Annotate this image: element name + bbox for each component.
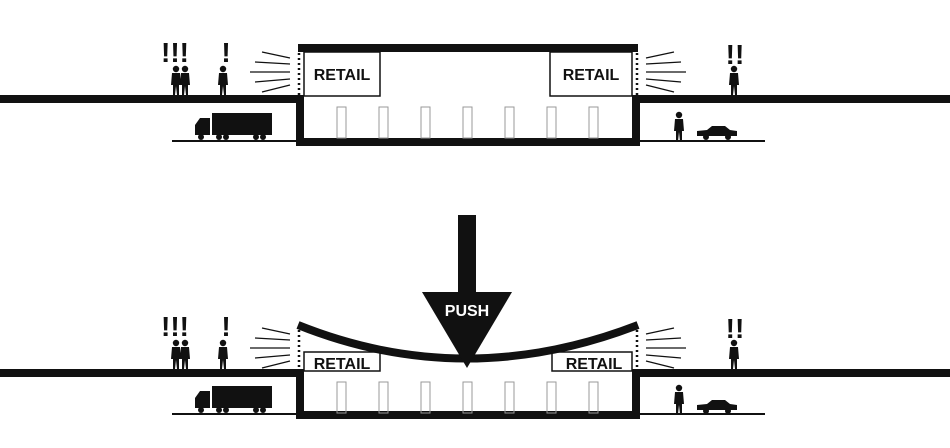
street-slab-left [0,369,302,377]
pedestrian-icon [218,339,228,369]
street-slab-left [0,95,302,103]
pedestrian-icon [674,384,684,414]
street-slab-right [634,369,950,377]
exclamation-single: ! [221,37,230,68]
retail-box-right [551,351,633,372]
attention-rays-left-icon [249,51,291,93]
scene-after: RETAIL RETAIL PUSH !!! ! !! [0,215,950,419]
parking-columns [336,106,599,139]
truck-icon [195,386,272,413]
building-wall-right [632,369,640,419]
exclamation-single: ! [221,311,230,342]
retail-label-right: RETAIL [563,67,620,84]
attention-rays-left-icon [249,327,291,369]
pedestrian-icon [180,339,190,369]
pedestrian-icon [729,65,739,95]
attention-rays-right-icon [645,51,687,93]
retail-box-left [303,51,381,97]
push-label: PUSH [445,303,489,320]
building-wall-left [296,95,304,146]
parking-columns [336,381,599,414]
pedestrian-icon [674,111,684,141]
exclamation-right: !! [726,313,745,344]
building-floor [296,138,640,146]
retail-box-left [303,351,381,372]
car-icon [697,126,737,140]
pedestrian-icon [171,339,181,369]
flat-roof [298,44,638,52]
attention-rays-right-icon [645,327,687,369]
car-icon [697,400,737,414]
retail-label-left: RETAIL [314,356,371,373]
retail-label-left: RETAIL [314,67,371,84]
retail-box-right [549,51,633,97]
pedestrian-icon [729,339,739,369]
building-floor [296,411,640,419]
building-wall-right [632,95,640,146]
push-arrow-icon [422,215,512,368]
exclamation-group: !!! [161,37,189,68]
pedestrian-icon [180,65,190,95]
pedestrian-icon [171,65,181,95]
scene-before: RETAIL RETAIL !!! ! !! [0,37,950,146]
pedestrian-icon [218,65,228,95]
truck-icon [195,113,272,140]
retail-label-right: RETAIL [566,356,623,373]
street-slab-right [634,95,950,103]
building-wall-left [296,369,304,419]
exclamation-right: !! [726,39,745,70]
exclamation-group: !!! [161,311,189,342]
